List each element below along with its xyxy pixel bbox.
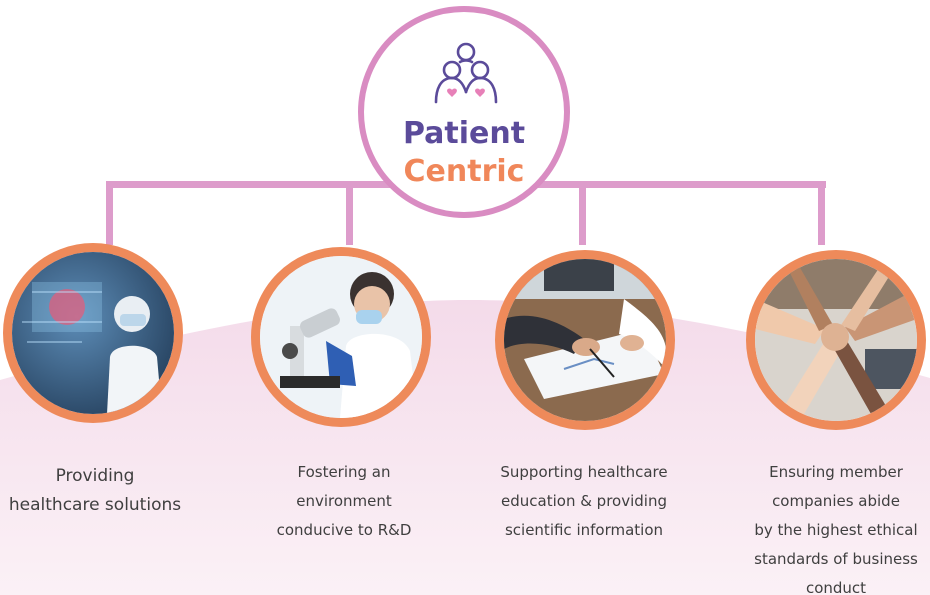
scientist-microscope-photo: [260, 256, 422, 418]
pillar-3-image: [495, 250, 675, 430]
connector-drop-4: [818, 181, 825, 245]
pillar-4-line-2: companies abide: [772, 492, 900, 510]
pillar-2-image: [251, 247, 431, 427]
pillar-1-caption: Providing healthcare solutions: [2, 462, 188, 520]
connector-drop-1: [106, 181, 113, 245]
center-title-patient: Patient: [402, 116, 526, 151]
pillar-4-caption: Ensuring member companies abide by the h…: [738, 458, 930, 595]
pillar-1-line-2: healthcare solutions: [8, 495, 182, 515]
pillar-1-image: [3, 243, 183, 423]
pillar-3-line-1: Supporting healthcare: [500, 463, 668, 481]
pillar-4-line-3: by the highest ethical: [754, 521, 918, 539]
connector-drop-2: [346, 181, 353, 245]
documents-discussion-photo: [504, 259, 666, 421]
pillar-3-line-3: scientific information: [504, 521, 664, 539]
pillar-4-image: [746, 250, 926, 430]
pillar-2-line-2: environment: [296, 492, 392, 510]
center-circle: Patient Centric: [358, 6, 570, 218]
pillar-1-line-1: Providing: [55, 466, 135, 486]
pillar-3-line-2: education & providing: [501, 492, 667, 510]
pillar-4-line-1: Ensuring member: [769, 463, 903, 481]
pillar-2-line-1: Fostering an: [297, 463, 391, 481]
pillar-4-line-4: standards of business: [754, 550, 918, 568]
pillar-2-caption: Fostering an environment conducive to R&…: [252, 458, 436, 545]
team-hands-stacked-photo: [755, 259, 917, 421]
center-title-centric: Centric: [403, 154, 525, 189]
pillar-3-caption: Supporting healthcare education & provid…: [484, 458, 684, 545]
doctor-digital-hologram-photo: [12, 252, 174, 414]
connector-drop-3: [579, 181, 586, 245]
people-hearts-icon: [434, 42, 498, 104]
pillar-4-line-5: conduct: [805, 579, 867, 595]
pillar-2-line-3: conducive to R&D: [276, 521, 412, 539]
